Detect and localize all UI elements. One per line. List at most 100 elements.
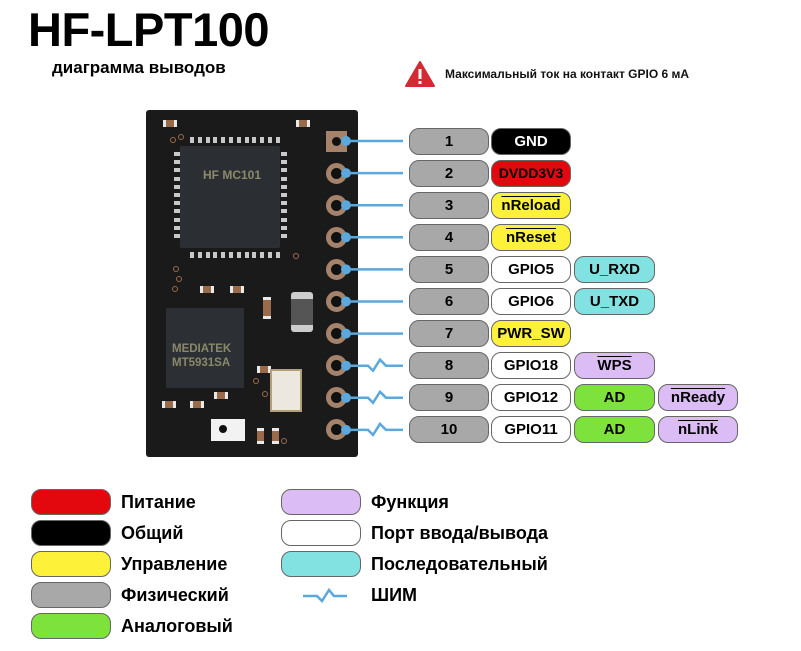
sot-ic [211, 419, 245, 441]
legend-item-power: Питание [31, 489, 196, 515]
legend-swatch [281, 489, 361, 515]
chip-pad [174, 176, 180, 181]
pin-label-text: GPIO18 [503, 357, 559, 375]
legend-item-serial: Последовательный [281, 551, 548, 577]
legend-swatch [31, 489, 111, 515]
chip-pad [281, 168, 287, 173]
legend-label: Физический [121, 584, 229, 605]
smd-resistor [263, 297, 271, 319]
page-subtitle: диаграмма выводов [52, 58, 226, 77]
legend-item-io-port: Порт ввода/вывода [281, 520, 548, 546]
chip-pad [260, 252, 265, 258]
pin-label-serial: U_RXD [574, 255, 655, 283]
chip-pad [281, 152, 287, 156]
legend-item-function: Функция [281, 489, 449, 515]
via [173, 266, 179, 272]
pin-label-control: PWR_SW [491, 320, 571, 348]
warning-text: Максимальный ток на контакт GPIO 6 мА [445, 67, 690, 81]
pin-label-text: GPIO12 [503, 389, 559, 407]
pin-number: 6 [409, 288, 489, 315]
chip-pad [281, 160, 287, 165]
via [178, 134, 184, 140]
chip-pad [190, 137, 194, 143]
legend-swatch [31, 520, 111, 546]
pin-label-text: GPIO6 [508, 293, 554, 310]
via [293, 253, 299, 259]
via [170, 137, 176, 143]
pin-label-text: U_TXD [589, 293, 640, 310]
main-chip-label: HF MC101 [203, 168, 262, 182]
chip-pad [252, 252, 257, 258]
pin-label-text: GND [514, 132, 548, 150]
pin-label-text: nLink [678, 421, 718, 439]
pin-label-io-port: GPIO5 [491, 255, 571, 283]
chip-pad [190, 252, 194, 258]
chip-pad [229, 252, 233, 258]
via [262, 391, 268, 397]
pin-pad [326, 226, 347, 248]
pin-label-text: nReload [501, 196, 561, 214]
legend-label: Последовательный [371, 553, 548, 574]
pin-pad [326, 258, 347, 280]
chip-pad [174, 225, 180, 230]
smd-capacitor [214, 392, 228, 399]
legend-label: Общий [121, 522, 184, 543]
chip-pad [244, 137, 249, 143]
legend-swatch [31, 613, 111, 639]
pin-label-control: nReset [491, 223, 571, 251]
pin-label-text: PWR_SW [497, 325, 565, 343]
chip-pad [268, 252, 272, 258]
legend-label: Питание [121, 491, 196, 512]
chip-pad [281, 201, 287, 206]
legend-label: Порт ввода/вывода [371, 522, 549, 543]
pin-label-text: AD [603, 421, 626, 439]
warning-triangle-icon [405, 61, 435, 87]
chip-pad [275, 137, 280, 143]
pin-number: 3 [409, 191, 489, 219]
pin-label-text: nReset [505, 228, 557, 246]
smd-resistor [272, 428, 279, 444]
main-chip [180, 146, 280, 248]
via [281, 438, 287, 444]
chip-pad [229, 137, 233, 143]
pin-number: 2 [409, 159, 489, 187]
chip-pad [221, 137, 226, 143]
chip-pad [174, 152, 180, 156]
crystal [270, 369, 302, 412]
chip-pad [174, 217, 180, 222]
legend-item-ground: Общий [31, 520, 183, 546]
pin-number: 9 [409, 384, 489, 412]
pin-label-function: nLink [658, 416, 738, 444]
pin-pad [326, 130, 347, 152]
chip-pad [236, 137, 241, 143]
legend-item-physical: Физический [31, 582, 229, 608]
legend-swatch [31, 582, 111, 608]
legend-item-pwm-wave: ШИМ [281, 582, 417, 608]
pin-number: 4 [409, 223, 489, 251]
rf-chip [166, 308, 244, 388]
rf-chip-line2: MT5931SA [172, 357, 231, 369]
smd-capacitor [230, 286, 244, 293]
pin-pad [326, 291, 347, 312]
chip-pad [252, 137, 257, 143]
smd-capacitor [162, 401, 176, 408]
chip-pad [174, 234, 180, 238]
chip-pad [275, 252, 280, 258]
pin-label-io-port: GPIO18 [491, 352, 571, 380]
pin-pad [326, 323, 347, 345]
pin-label-analog: AD [574, 416, 655, 444]
page-title: HF-LPT100 [28, 3, 270, 56]
sot-ic-marker [219, 425, 227, 433]
pin-label-function: nReady [658, 384, 738, 412]
chip-pad [174, 193, 180, 197]
chip-pad [281, 193, 287, 197]
pin-pad [326, 162, 347, 184]
via [253, 378, 259, 384]
inductor [291, 292, 313, 332]
pin-number: 5 [409, 255, 489, 283]
legend-label: ШИМ [371, 584, 418, 605]
pin-label-power: DVDD3V3 [491, 159, 571, 187]
chip-pad [205, 252, 210, 258]
legend-label: Аналоговый [121, 615, 233, 636]
pin-label-serial: U_TXD [574, 288, 655, 315]
